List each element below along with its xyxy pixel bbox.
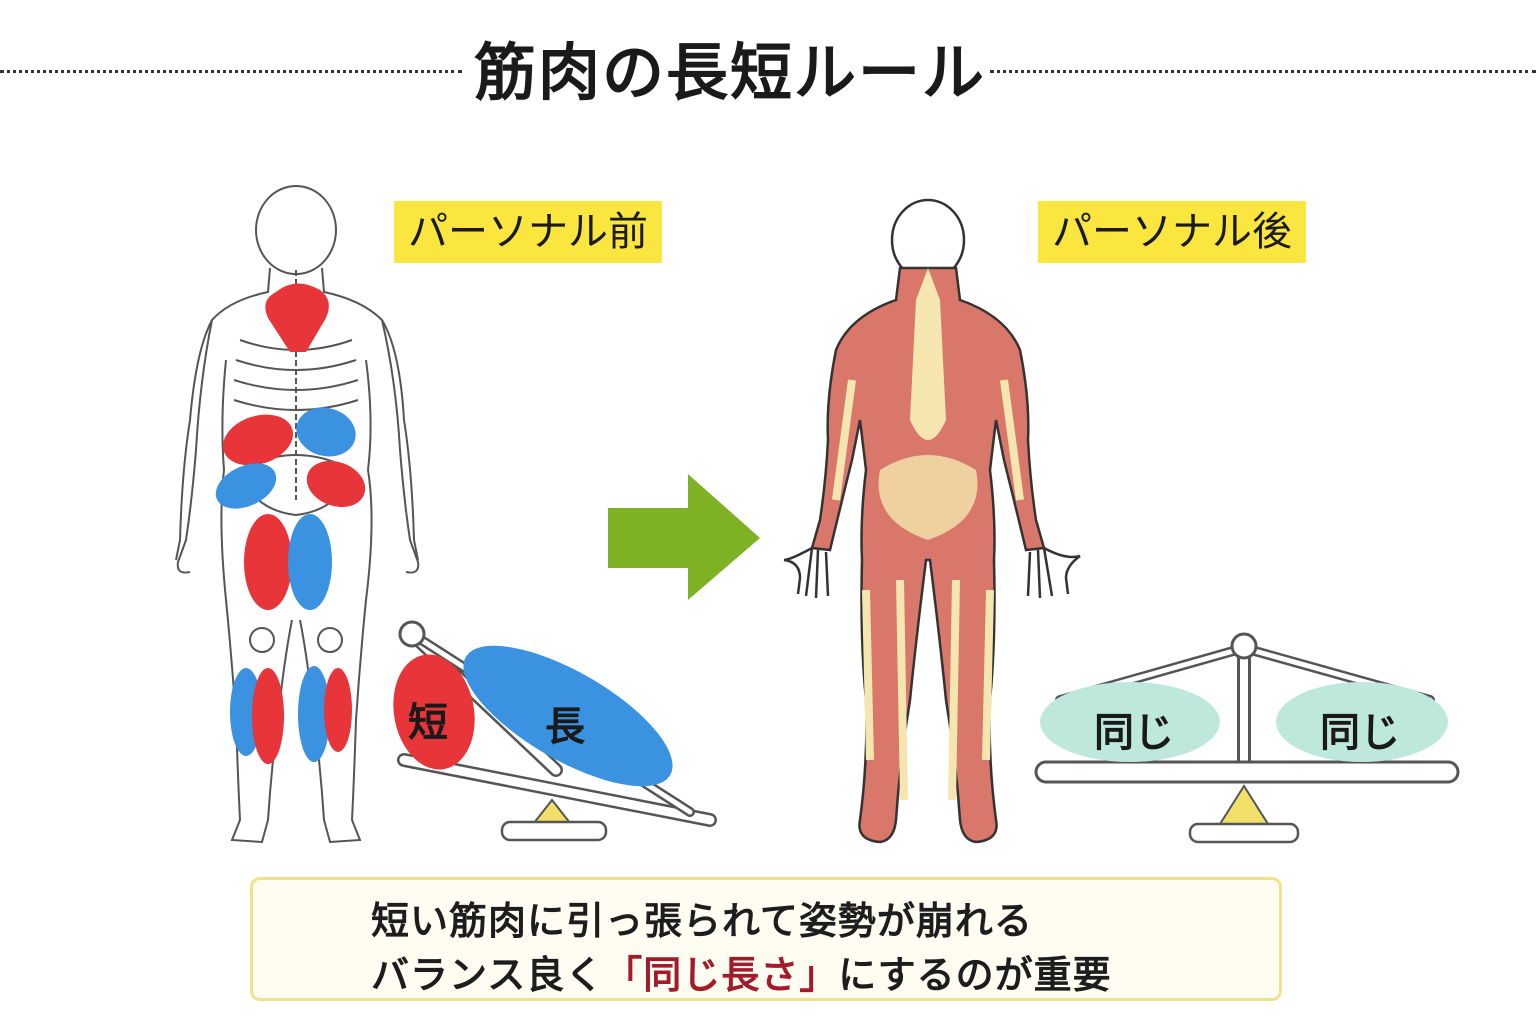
calf-4-short [324,668,352,752]
back-left-short [222,414,294,466]
before-balance-scale [393,620,717,842]
thigh-right-long [288,514,332,610]
title-dots-left [0,70,462,73]
hip-right-short [306,460,366,508]
equal-muscle-right [1276,682,1448,762]
long-label: 長 [545,704,585,750]
after-body-figure [783,198,1081,844]
title-dots-right [990,70,1536,73]
short-muscle-blob [393,654,475,770]
caption-line-2-pre: バランス良く [371,953,605,997]
after-balance-scale [1034,632,1460,844]
thigh-left-short [244,514,292,610]
trapezius-short [265,283,329,352]
equal-muscle-left [1040,682,1220,762]
label-before: パーソナル前 [394,201,662,263]
caption-line-2: バランス良く「同じ長さ」にするのが重要 [371,944,1112,999]
hip-left-long [215,463,277,509]
caption-line-2-post: にするのが重要 [838,953,1112,997]
before-muscle-highlights [215,283,366,764]
title-row: 筋肉の長短ルール [0,28,1536,118]
long-muscle-blob [463,645,673,787]
caption-box: 短い筋肉に引っ張られて姿勢が崩れる バランス良く「同じ長さ」にするのが重要 [250,877,1282,1001]
back-right-long [296,407,356,457]
page-title: 筋肉の長短ルール [473,36,986,109]
calf-3-long [298,666,330,762]
caption-highlight: 「同じ長さ」 [604,953,839,997]
calf-2-short [252,668,284,764]
short-label: 短 [408,700,448,746]
equal-label-left: 同じ [1094,710,1174,756]
caption-line-1: 短い筋肉に引っ張られて姿勢が崩れる [371,899,1033,943]
label-after: パーソナル後 [1038,201,1306,263]
equal-label-right: 同じ [1320,710,1400,756]
right-arrow-icon [608,474,760,600]
